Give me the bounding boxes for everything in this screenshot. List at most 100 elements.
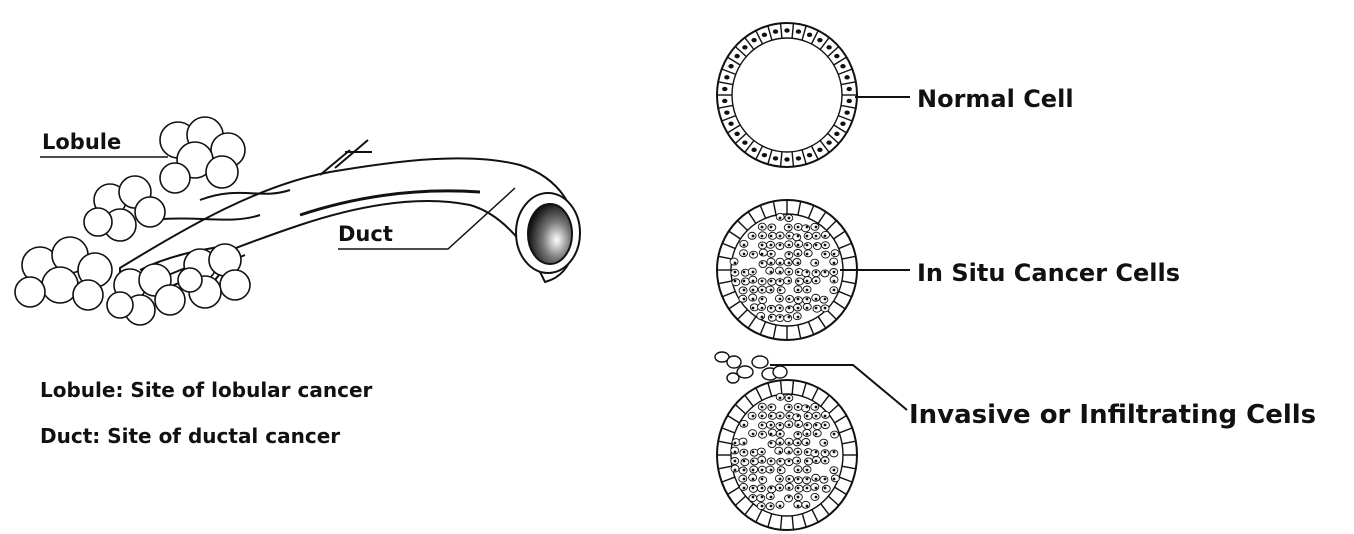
cell-nucleus (788, 298, 791, 301)
cell-nucleus (788, 460, 791, 463)
cell-nucleus (824, 235, 827, 238)
cell-nucleus (770, 460, 773, 463)
cell-nucleus (824, 478, 827, 481)
cell-nucleus (788, 307, 791, 310)
cell (822, 485, 830, 492)
cell-nucleus (815, 298, 818, 301)
cell (795, 278, 803, 285)
cell-nucleus (845, 76, 849, 79)
cell-nucleus (752, 271, 755, 274)
cell (811, 483, 819, 490)
cell-nucleus (761, 469, 764, 472)
cell-nucleus (815, 262, 818, 265)
cell-nucleus (725, 76, 729, 79)
cell-nucleus (734, 280, 737, 283)
cell-nucleus (752, 496, 755, 499)
cell (768, 314, 776, 321)
cell-nucleus (788, 244, 791, 247)
cell-nucleus (785, 29, 789, 32)
cell (766, 267, 774, 274)
cell-nucleus (761, 289, 764, 292)
cell-nucleus (752, 253, 755, 256)
cell (759, 261, 767, 268)
cell-nucleus (743, 298, 746, 301)
cell-nucleus (806, 424, 809, 427)
cell-nucleus (797, 469, 800, 472)
cell-nucleus (788, 478, 791, 481)
cell-nucleus (797, 298, 800, 301)
cell-nucleus (779, 433, 782, 436)
cell-nucleus (788, 271, 791, 274)
cell (813, 423, 821, 430)
cell-nucleus (761, 415, 764, 418)
cell-nucleus (833, 280, 836, 283)
cell-nucleus (761, 280, 764, 283)
cell-nucleus (779, 289, 782, 292)
cell-nucleus (797, 316, 800, 319)
cell-nucleus (770, 496, 773, 499)
cell-nucleus (743, 478, 746, 481)
cell-nucleus (761, 496, 764, 499)
cell-nucleus (806, 244, 809, 247)
invasive-cell-cluster (715, 352, 857, 530)
cell-nucleus (770, 469, 773, 472)
cell-nucleus (797, 226, 800, 229)
invasive-label: Invasive or Infiltrating Cells (909, 402, 1316, 428)
cell (813, 243, 821, 250)
cell-nucleus (833, 262, 836, 265)
cell-nucleus (743, 253, 746, 256)
cell-nucleus (770, 442, 773, 445)
cell-nucleus (827, 141, 831, 144)
cell-nucleus (797, 280, 800, 283)
cell-nucleus (788, 415, 791, 418)
cell (730, 258, 738, 265)
cell (775, 447, 783, 454)
cell-nucleus (752, 39, 756, 42)
cell-nucleus (779, 244, 782, 247)
cell-nucleus (806, 271, 809, 274)
cell-nucleus (774, 30, 778, 33)
cell-nucleus (779, 298, 782, 301)
cell-nucleus (833, 271, 836, 274)
cell-nucleus (797, 406, 800, 409)
cell-nucleus (833, 253, 836, 256)
cell-nucleus (824, 298, 827, 301)
cell (802, 438, 810, 445)
cell-nucleus (734, 460, 737, 463)
cell-nucleus (815, 478, 818, 481)
cell-nucleus (788, 487, 791, 490)
cell-nucleus (835, 132, 839, 135)
cell-nucleus (752, 415, 755, 418)
cell-nucleus (806, 235, 809, 238)
cell-nucleus (806, 487, 809, 490)
cell-nucleus (797, 442, 800, 445)
cell (802, 405, 810, 412)
duct-site-caption: Duct: Site of ductal cancer (40, 426, 340, 446)
normal-cell-ring (717, 23, 857, 167)
cell-nucleus (761, 433, 764, 436)
cell-nucleus (833, 478, 836, 481)
cell-nucleus (797, 505, 800, 508)
cell-nucleus (770, 406, 773, 409)
cell-nucleus (770, 235, 773, 238)
cell-nucleus (779, 217, 782, 220)
cell-nucleus (752, 433, 755, 436)
cell-nucleus (734, 262, 737, 265)
cell-nucleus (808, 33, 812, 36)
duct-label: Duct (338, 224, 393, 245)
cell-nucleus (797, 235, 800, 238)
lobule-site-caption: Lobule: Site of lobular cancer (40, 380, 372, 400)
cell-nucleus (815, 235, 818, 238)
cell-nucleus (770, 505, 773, 508)
cell (802, 270, 810, 277)
cell-nucleus (779, 307, 782, 310)
cell-nucleus (743, 244, 746, 247)
cell-nucleus (788, 406, 791, 409)
cell-nucleus (752, 289, 755, 292)
cell-nucleus (845, 111, 849, 114)
cell-nucleus (752, 298, 755, 301)
cell-nucleus (835, 55, 839, 58)
cell (768, 441, 776, 448)
cell-nucleus (761, 424, 764, 427)
cell-nucleus (824, 460, 827, 463)
